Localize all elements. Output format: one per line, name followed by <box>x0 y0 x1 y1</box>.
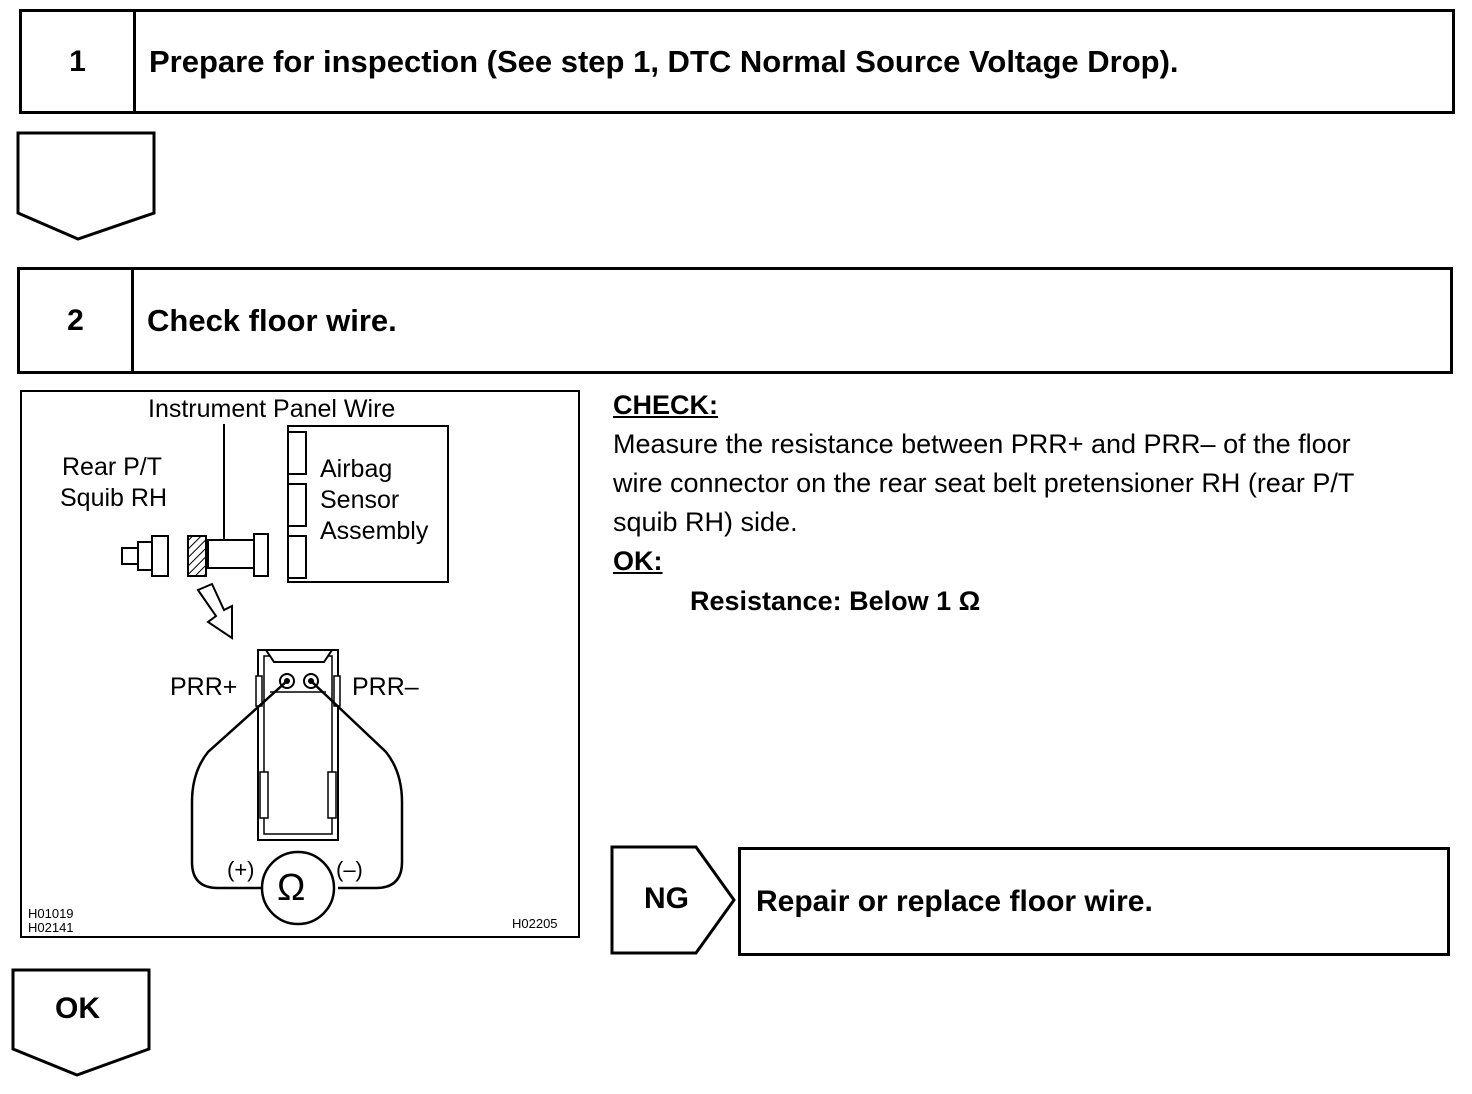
check-line-1: Measure the resistance between PRR+ and … <box>613 429 1351 459</box>
ok-resistance-value: Resistance: Below 1 Ω <box>690 586 981 616</box>
airbag-label-line2: Sensor <box>320 486 400 514</box>
ng-action-text: Repair or replace floor wire. <box>756 884 1153 918</box>
meter-minus-label: (–) <box>336 857 363 882</box>
step-2-box: 2 Check floor wire. <box>17 267 1453 374</box>
step-2-title: Check floor wire. <box>147 302 397 338</box>
meter-plus-label: (+) <box>227 857 255 882</box>
prr-plus-label: PRR+ <box>170 673 238 701</box>
airbag-label-line3: Assembly <box>320 517 429 545</box>
flow-arrow-down-icon <box>16 131 156 241</box>
ng-label: NG <box>644 882 689 915</box>
figure-code-2: H02141 <box>28 920 74 935</box>
ng-arrow-icon <box>610 845 736 955</box>
connector-diagram: Instrument Panel Wire Rear P/T Squib RH … <box>20 390 580 938</box>
ok-heading: OK: <box>613 546 663 576</box>
check-line-3: squib RH) side. <box>613 507 798 537</box>
rear-pt-label-line2: Squib RH <box>60 484 167 512</box>
ng-action-box: Repair or replace floor wire. <box>738 847 1450 956</box>
figure-code-3: H02205 <box>512 916 558 931</box>
step-1-title: Prepare for inspection (See step 1, DTC … <box>149 43 1179 79</box>
ok-arrow-down-icon <box>11 968 151 1077</box>
check-line-2: wire connector on the rear seat belt pre… <box>613 468 1355 498</box>
ok-branch-label: OK <box>55 992 100 1025</box>
instrument-panel-wire-label: Instrument Panel Wire <box>148 395 396 423</box>
airbag-label-line1: Airbag <box>320 455 393 483</box>
step-1-box: 1 Prepare for inspection (See step 1, DT… <box>19 9 1455 114</box>
step-2-number: 2 <box>20 270 134 371</box>
ohm-icon: Ω <box>277 867 306 909</box>
prr-minus-label: PRR– <box>352 673 419 701</box>
rear-pt-label-line1: Rear P/T <box>62 453 163 481</box>
figure-code-1: H01019 <box>28 906 74 921</box>
diagram-drawing <box>121 424 449 926</box>
step-1-number: 1 <box>22 12 136 111</box>
check-heading: CHECK: <box>613 390 718 420</box>
